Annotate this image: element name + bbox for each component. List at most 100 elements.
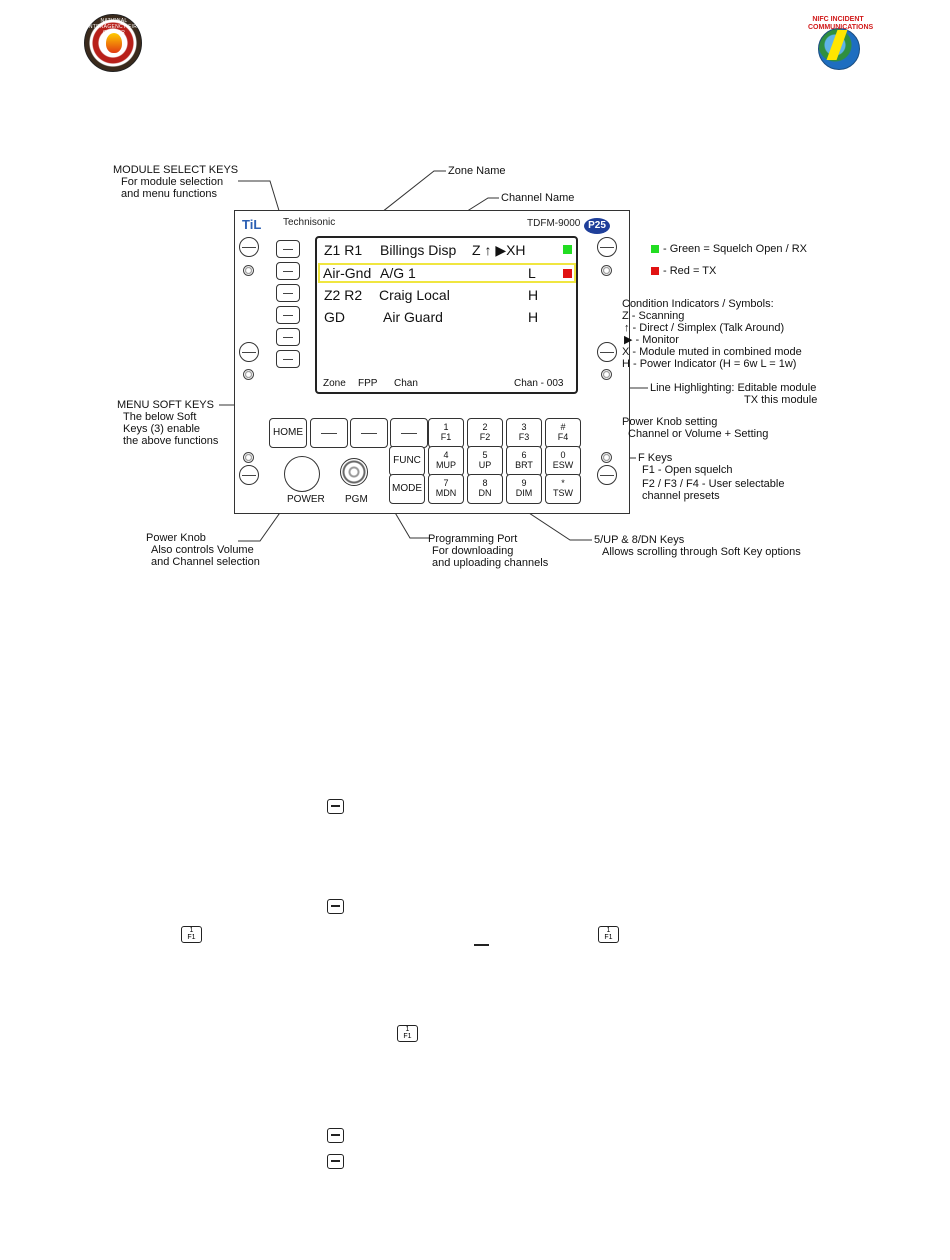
soft-label-fpp: FPP <box>358 378 378 389</box>
menu-soft-keys-desc-3: the above functions <box>123 435 219 447</box>
power-knob-title: Power Knob <box>146 532 206 544</box>
pgm-label: PGM <box>345 494 368 505</box>
row-3-status-flags: H <box>528 287 539 303</box>
module-select-key-3[interactable] <box>276 284 300 302</box>
tx-indicator <box>563 269 572 278</box>
module-select-key-6[interactable] <box>276 350 300 368</box>
side-knob-mid-right <box>597 342 617 362</box>
underline-mark <box>474 944 489 946</box>
soft-key-icon-3 <box>327 1128 344 1143</box>
home-key[interactable]: HOME <box>269 418 307 448</box>
model-name: TDFM-9000 <box>527 218 581 229</box>
screw-top-right <box>601 265 612 276</box>
soft-key-icon-4 <box>327 1154 344 1169</box>
soft-key-icon-1 <box>327 799 344 814</box>
up-dn-keys-title: 5/UP & 8/DN Keys <box>594 534 685 546</box>
func-key[interactable]: FUNC <box>389 446 425 476</box>
programming-port[interactable] <box>340 458 368 486</box>
soft-key-1[interactable] <box>310 418 348 448</box>
screw-bottom-right-1 <box>601 452 612 463</box>
radio-display-screen <box>315 236 578 394</box>
menu-soft-keys-title: MENU SOFT KEYS <box>117 399 214 411</box>
condition-monitor: ▶ - Monitor <box>624 334 679 346</box>
condition-direct-simplex: ↑ - Direct / Simplex (Talk Around) <box>624 322 785 334</box>
green-legend-swatch <box>651 245 659 253</box>
module-select-keys-desc-2: and menu functions <box>121 188 218 200</box>
key-hash-f4[interactable]: #F4 <box>545 418 581 448</box>
row-3-zone: Z2 R2 <box>324 287 363 303</box>
module-select-key-5[interactable] <box>276 328 300 346</box>
module-select-key-4[interactable] <box>276 306 300 324</box>
power-knob-desc-1: Also controls Volume <box>151 544 254 556</box>
power-knob[interactable] <box>284 456 320 492</box>
f-keys-presets: channel presets <box>642 490 720 502</box>
condition-power-indicator: H - Power Indicator (H = 6w L = 1w) <box>622 358 797 370</box>
key-star-tsw[interactable]: *TSW <box>545 474 581 504</box>
row-1-channel: Billings Disp <box>380 242 457 258</box>
screw-mid-left <box>243 369 254 380</box>
module-select-key-2[interactable] <box>276 262 300 280</box>
module-select-keys-title: MODULE SELECT KEYS <box>113 164 239 176</box>
power-knob-setting-desc: Channel or Volume + Setting <box>628 428 769 440</box>
row-1-zone: Z1 R1 <box>324 242 363 258</box>
soft-label-chan: Chan <box>394 378 418 389</box>
line-highlighting-title: Line Highlighting: Editable module <box>650 382 817 394</box>
p25-badge: P25 <box>584 218 610 234</box>
side-knob-top-left <box>239 237 259 257</box>
f-keys-title: F Keys <box>638 452 673 464</box>
row-2-channel: A/G 1 <box>380 265 416 281</box>
module-select-key-1[interactable] <box>276 240 300 258</box>
soft-key-2[interactable] <box>350 418 388 448</box>
flame-icon <box>106 33 122 53</box>
line-highlighting-desc: TX this module <box>744 394 818 406</box>
side-knob-mid-left <box>239 342 259 362</box>
row-4-channel: Air Guard <box>383 309 443 325</box>
red-legend-swatch <box>651 267 659 275</box>
side-knob-top-right <box>597 237 617 257</box>
menu-soft-keys-desc-1: The below Soft <box>123 411 197 423</box>
power-knob-setting-title: Power Knob setting <box>622 416 718 428</box>
power-knob-desc-2: and Channel selection <box>151 556 260 568</box>
condition-scanning: Z - Scanning <box>622 310 685 322</box>
programming-port-title: Programming Port <box>428 533 518 545</box>
mode-key[interactable]: MODE <box>389 474 425 504</box>
row-3-channel: Craig Local <box>379 287 450 303</box>
side-knob-bottom-right <box>597 465 617 485</box>
zone-name-callout: Zone Name <box>448 165 506 177</box>
programming-port-desc-1: For downloading <box>432 545 514 557</box>
nifc-incident-communications-logo: NIFC INCIDENT COMMUNICATIONS <box>808 16 873 74</box>
line-highlight <box>318 263 576 283</box>
up-dn-keys-desc: Allows scrolling through Soft Key option… <box>602 546 801 558</box>
f-keys-f1: F1 - Open squelch <box>642 464 733 476</box>
brand-name: Technisonic <box>283 217 336 228</box>
row-1-status-flags: Z ↑ ▶XH <box>472 242 526 258</box>
power-label: POWER <box>287 494 325 505</box>
nifc-seal-logo: NATIONAL INTERAGENCY FIRE CENTER <box>84 14 142 72</box>
screw-top-left <box>243 265 254 276</box>
technisonic-logo: TiL <box>242 217 262 232</box>
condition-module-muted: X - Module muted in combined mode <box>622 346 802 358</box>
soft-key-3[interactable] <box>390 418 428 448</box>
menu-soft-keys-desc-2: Keys (3) enable <box>123 423 201 435</box>
module-select-keys-desc-1: For module selection <box>121 176 224 188</box>
f-keys-f2-f4: F2 / F3 / F4 - User selectable <box>642 478 785 490</box>
row-2-zone: Air-Gnd <box>323 265 372 281</box>
row-4-zone: GD <box>324 309 345 325</box>
legend-green-text: - Green = Squelch Open / RX <box>663 243 807 255</box>
side-knob-bottom-left <box>239 465 259 485</box>
soft-label-zone: Zone <box>323 378 346 389</box>
screw-mid-right <box>601 369 612 380</box>
